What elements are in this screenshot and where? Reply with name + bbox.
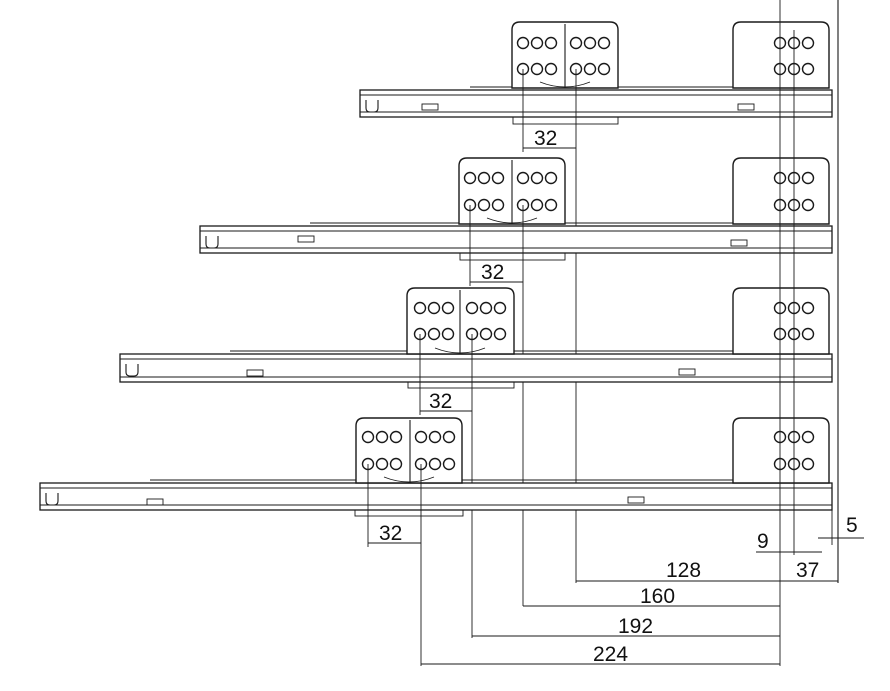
dim-128: 128 <box>666 559 701 582</box>
front-bracket <box>355 417 463 484</box>
runner-rail <box>359 89 833 118</box>
runner-3: 32 <box>119 287 833 638</box>
runner-4: 32 <box>39 417 833 666</box>
dim-32-row4: 32 <box>379 522 402 545</box>
dimension-lines: 5 9 37 128 160 192 224 <box>421 500 864 666</box>
dim-32-row2: 32 <box>481 261 504 284</box>
dim-9: 9 <box>757 530 769 553</box>
dim-192: 192 <box>618 615 653 638</box>
dim-160: 160 <box>640 585 675 608</box>
rear-bracket <box>732 417 830 484</box>
dim-224: 224 <box>593 643 628 666</box>
dim-32-row3: 32 <box>429 390 452 413</box>
dim-5: 5 <box>846 514 858 537</box>
runner-rail <box>199 225 833 254</box>
rear-bracket <box>732 287 830 355</box>
runner-rail <box>119 353 833 383</box>
dim-32-row1: 32 <box>534 127 557 150</box>
rear-bracket <box>732 157 830 225</box>
rear-bracket <box>732 21 830 89</box>
runner-1: 32 <box>359 21 833 583</box>
dim-37: 37 <box>796 559 819 582</box>
runner-rail <box>39 482 833 511</box>
